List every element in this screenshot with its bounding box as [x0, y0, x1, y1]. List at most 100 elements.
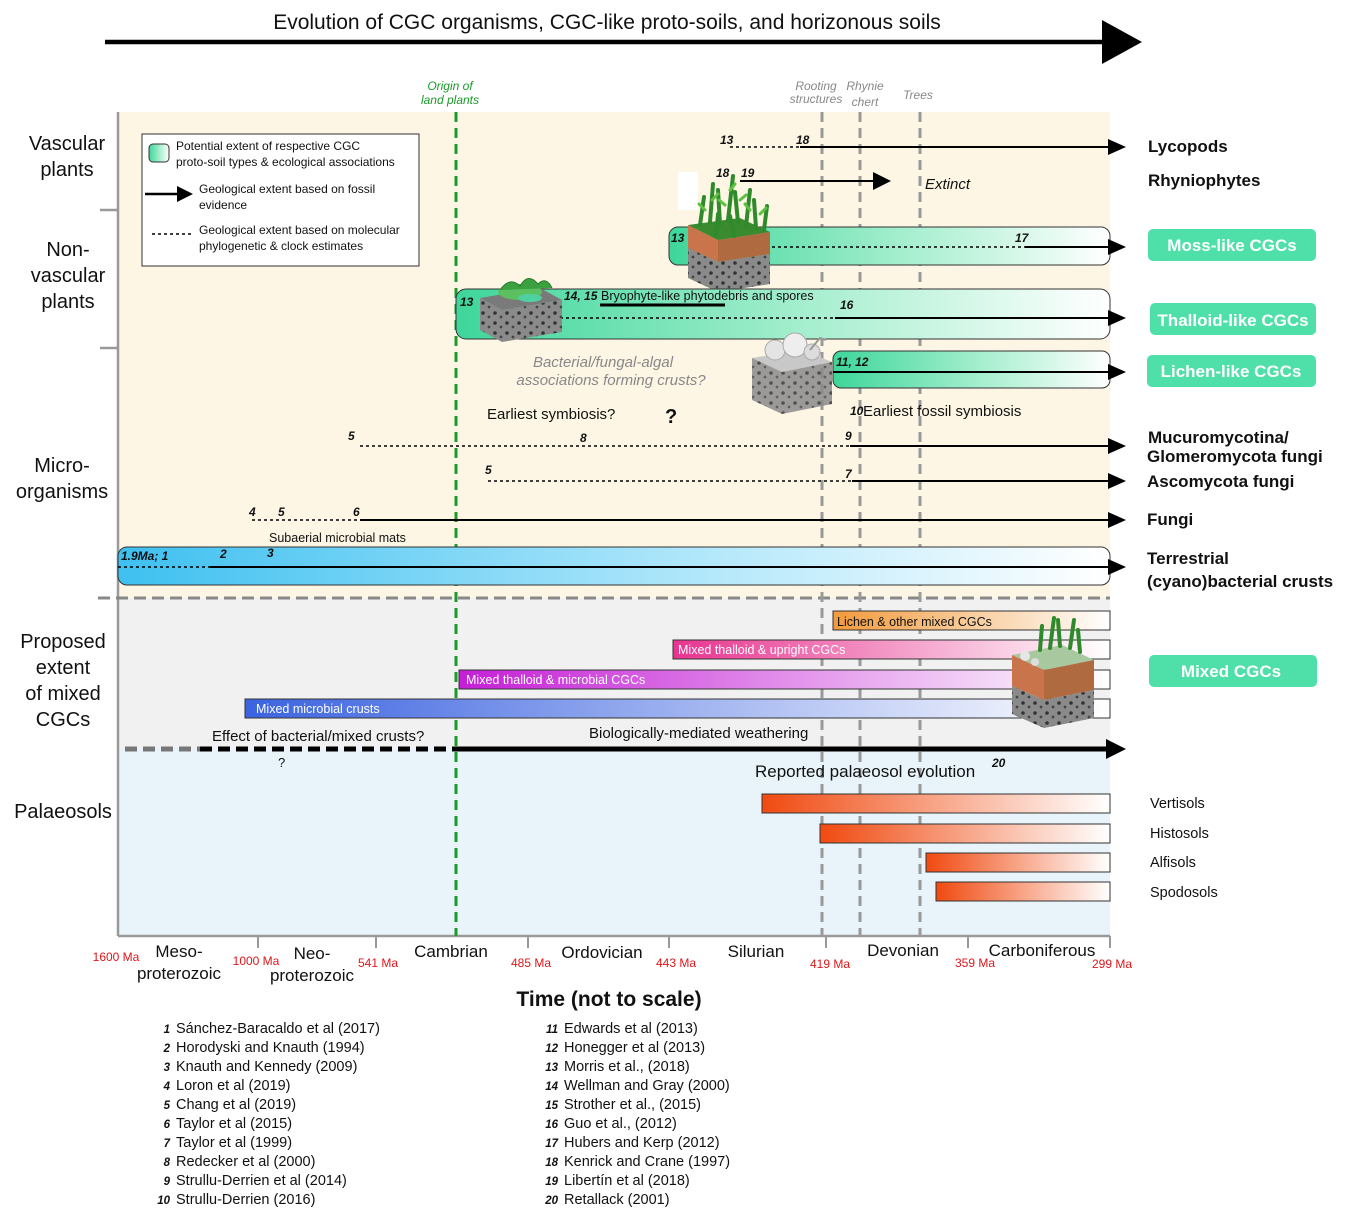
rhyniophytes-arrowhead: [873, 172, 891, 190]
marker-label: structures: [790, 92, 843, 106]
ref-marker: 20: [991, 756, 1006, 770]
group-label: plants: [41, 291, 94, 313]
period-label: proterozoic: [270, 966, 355, 985]
lycopods-arrowhead: [1108, 139, 1126, 155]
age-label: 419 Ma: [810, 957, 850, 971]
palaeosol-bar-vertisols: [761, 793, 1111, 814]
ref-marker: 16: [840, 298, 854, 312]
mixed-bar-thalloid-upright: [672, 639, 1111, 660]
group-label: extent: [36, 657, 91, 679]
period-label: Silurian: [728, 942, 785, 961]
period-label: Neo-: [294, 944, 331, 963]
marker-label: chert: [852, 95, 879, 109]
palaeosol-name: Vertisols: [1150, 796, 1205, 812]
badge-moss-like: Moss-like CGCs: [1148, 229, 1316, 261]
mucuromycotina-arrowhead: [1108, 438, 1126, 454]
palaeosol-bar-alfisols: [925, 852, 1111, 873]
ref-marker: 2: [219, 547, 227, 561]
group-label: Micro-: [34, 455, 90, 477]
lineage-rhyniophytes: Rhyniophytes: [1148, 171, 1260, 190]
bacterial-arrowhead: [1108, 559, 1126, 575]
group-label: of mixed: [25, 683, 101, 705]
ref-marker: 13: [460, 295, 474, 309]
bio-weathering-label: Biologically-mediated weathering: [589, 725, 808, 742]
marker-label: land plants: [421, 93, 479, 107]
ref-marker: 5: [485, 463, 492, 477]
mixed-bar-label: Lichen & other mixed CGCs: [837, 615, 992, 629]
mixed-bar-label: Mixed thalloid & upright CGCs: [678, 643, 845, 657]
ref-marker: 19: [741, 166, 755, 180]
lineage-lycopods: Lycopods: [1148, 137, 1228, 156]
axis-title: Time (not to scale): [516, 988, 701, 1011]
ref-marker: 10: [850, 404, 864, 418]
marker-label: Trees: [903, 88, 933, 102]
legend-text: phylogenetic & clock estimates: [199, 239, 363, 253]
lineage-moss-like: Moss-like CGCs: [1167, 236, 1296, 255]
legend-box-swatch: [148, 143, 170, 163]
ref-marker: 14, 15: [564, 289, 598, 303]
legend-text: Geological extent based on fossil: [199, 182, 375, 196]
age-label: 443 Ma: [656, 956, 696, 970]
lineage-mixed: Mixed CGCs: [1181, 662, 1281, 681]
legend-text: Potential extent of respective CGC: [176, 139, 360, 153]
age-label: 299 Ma: [1092, 957, 1132, 971]
lineage-thalloid-like: Thalloid-like CGCs: [1157, 311, 1308, 330]
legend-arrowhead: [177, 186, 193, 202]
question-mark: ?: [665, 406, 677, 428]
group-label: vascular: [31, 265, 106, 287]
group-label: plants: [40, 159, 93, 181]
thalloid-arrowhead: [1108, 310, 1126, 326]
ref-marker: 7: [845, 467, 853, 481]
earliest-symbiosis-label: Earliest symbiosis?: [487, 406, 615, 423]
period-label: Meso-: [155, 942, 202, 961]
legend-text: evidence: [199, 198, 247, 212]
legend: Potential extent of respective CGC proto…: [141, 133, 420, 267]
thalloid-block-illustration: [480, 278, 562, 342]
age-label: 485 Ma: [511, 956, 551, 970]
time-arrowhead: [1102, 20, 1142, 64]
legend-text: Geological extent based on molecular: [199, 223, 400, 237]
marker-label: Rhynie: [846, 79, 884, 93]
age-label: 1000 Ma: [233, 954, 280, 968]
group-label: organisms: [16, 481, 108, 503]
lineage-bacterial-crusts: (cyano)bacterial crusts: [1147, 572, 1333, 591]
age-label: 359 Ma: [955, 956, 995, 970]
effect-question: ?: [278, 755, 285, 770]
age-label: 1600 Ma: [93, 950, 140, 964]
palaeosol-name: Histosols: [1150, 826, 1209, 842]
effect-label: Effect of bacterial/mixed crusts?: [212, 728, 424, 745]
ref-marker: 5: [348, 429, 355, 443]
period-label: Ordovician: [561, 943, 642, 962]
mixed-bar-label: Mixed microbial crusts: [256, 702, 380, 716]
group-label: Proposed: [20, 631, 106, 653]
weathering-arrowhead: [1106, 739, 1126, 759]
legend-text: proto-soil types & ecological associatio…: [176, 155, 395, 169]
ref-marker: 6: [353, 505, 360, 519]
period-label: proterozoic: [137, 964, 222, 983]
group-label: CGCs: [36, 709, 90, 731]
ref-marker: 11, 12: [836, 355, 869, 369]
ref-marker: 8: [580, 431, 587, 445]
subaerial-label: Subaerial microbial mats: [269, 531, 406, 545]
mixed-bar-label: Mixed thalloid & microbial CGCs: [466, 673, 645, 687]
lichen-like-bar: [832, 350, 1111, 389]
moss-block-illustration: [678, 172, 770, 292]
marker-label: Origin of: [427, 79, 474, 93]
period-label: Cambrian: [414, 942, 488, 961]
palaeosol-bar-histosols: [819, 823, 1111, 844]
